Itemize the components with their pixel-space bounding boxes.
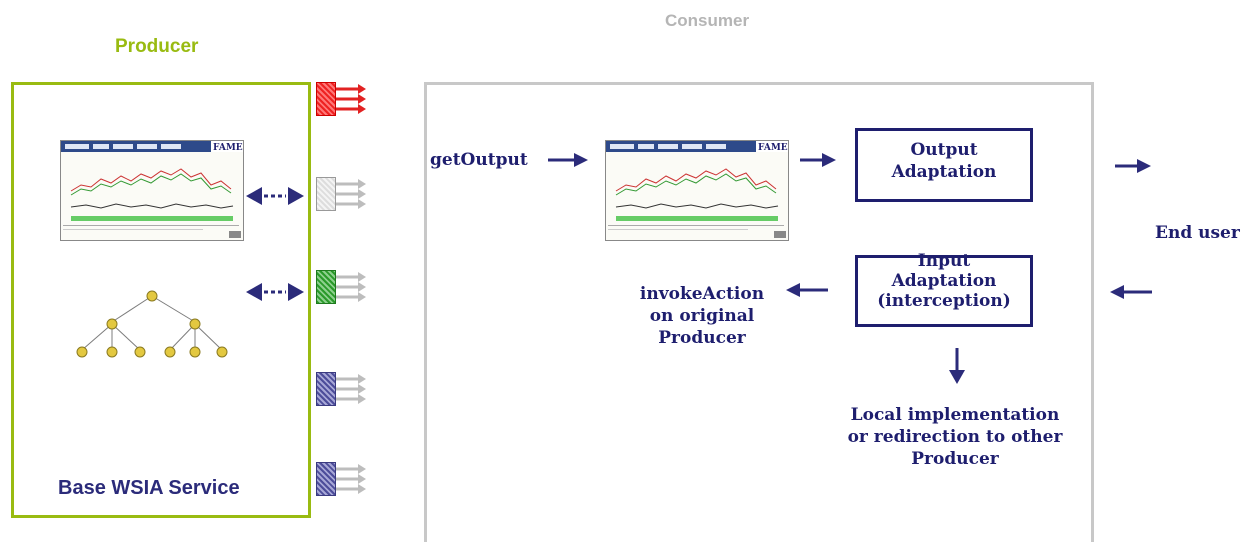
bidirectional-arrow-icon bbox=[246, 283, 304, 301]
arrow-left-icon bbox=[1110, 285, 1152, 299]
invoke-action-line-1: invokeAction bbox=[639, 284, 765, 304]
input-adaptation-line-1: Input bbox=[917, 251, 971, 271]
invoke-action-line-2: on original bbox=[649, 306, 755, 326]
arrow-right-icon bbox=[800, 153, 836, 167]
port-connector-icon bbox=[336, 272, 366, 302]
port-connector-icon bbox=[336, 374, 366, 404]
input-adaptation-box: Input Adaptation (interception) bbox=[855, 251, 1033, 327]
arrow-down-icon bbox=[949, 348, 965, 384]
output-adaptation-box: Output Adaptation bbox=[855, 128, 1033, 202]
brand-text: FAME bbox=[758, 143, 788, 153]
local-implementation-line-2: or redirection to other bbox=[847, 427, 1063, 447]
port-connector-icon bbox=[336, 464, 366, 494]
port-icon bbox=[316, 177, 336, 211]
port-connector-icon bbox=[336, 179, 366, 209]
output-adaptation-line-1: Output bbox=[910, 140, 978, 160]
consumer-portlet-screenshot-icon: FAME bbox=[605, 140, 789, 241]
invoke-action-line-3: Producer bbox=[658, 328, 746, 348]
local-implementation-label: Local implementation or redirection to o… bbox=[825, 404, 1085, 470]
base-service-label: Base WSIA Service bbox=[58, 477, 240, 499]
port-icon bbox=[316, 82, 336, 116]
producer-title: Producer bbox=[115, 36, 199, 57]
brand-text: FAME bbox=[213, 143, 243, 153]
arrow-right-icon bbox=[548, 153, 588, 167]
get-output-label: getOutput bbox=[430, 150, 528, 170]
producer-container bbox=[11, 82, 311, 518]
consumer-container bbox=[424, 82, 1094, 542]
consumer-title: Consumer bbox=[665, 11, 750, 30]
port-connector-icon bbox=[336, 84, 366, 114]
input-adaptation-line-3: (interception) bbox=[877, 291, 1011, 311]
invoke-action-label: invokeAction on original Producer bbox=[622, 283, 782, 349]
hierarchy-tree-icon bbox=[76, 290, 228, 358]
output-adaptation-line-2: Adaptation bbox=[891, 162, 997, 182]
bidirectional-arrow-icon bbox=[246, 187, 304, 205]
local-implementation-line-3: Producer bbox=[911, 449, 999, 469]
end-user-label: End user bbox=[1155, 223, 1240, 243]
arrow-right-icon bbox=[1115, 159, 1151, 173]
local-implementation-line-1: Local implementation bbox=[850, 405, 1060, 425]
port-icon bbox=[316, 270, 336, 304]
producer-portlet-screenshot-icon: FAME bbox=[60, 140, 244, 241]
port-icon bbox=[316, 462, 336, 496]
input-adaptation-line-2: Adaptation bbox=[891, 271, 997, 291]
arrow-left-icon bbox=[786, 283, 828, 297]
port-icon bbox=[316, 372, 336, 406]
